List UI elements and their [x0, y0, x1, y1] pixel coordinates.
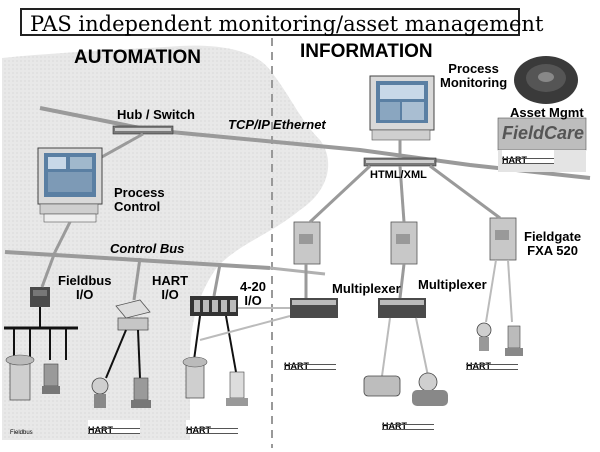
hart-logo: HART — [284, 356, 336, 371]
fieldgate-icon — [390, 221, 418, 265]
multiplexer-label: Multiplexer — [332, 281, 401, 296]
multiplexer-label: Multiplexer — [418, 277, 487, 292]
monitoring-workstation-icon — [369, 75, 435, 141]
hart-logo: HART — [466, 356, 518, 371]
multiplexer-icon — [290, 298, 338, 318]
fieldbus-io-label: Fieldbus I/O — [58, 273, 112, 302]
hart-logo: HART — [186, 420, 238, 435]
control-bus-ext — [269, 266, 326, 276]
multiplexer-icon — [378, 298, 426, 318]
hub-switch-label: Hub / Switch — [117, 107, 195, 122]
automation-region — [2, 45, 329, 441]
plc-io-icon — [190, 296, 238, 316]
asset-mgmt-disc-icon — [514, 56, 578, 104]
fieldbus-logo: Fieldbus — [10, 430, 33, 436]
asset-mgmt-label: Asset Mgmt — [510, 105, 584, 120]
html-switch-icon — [363, 157, 437, 167]
tcp-ethernet-label: TCP/IP Ethernet — [228, 117, 326, 132]
process-monitoring-label: Process Monitoring — [440, 61, 508, 90]
analog-io-label: 4-20 I/O — [240, 279, 267, 308]
transmitter-icon — [42, 363, 60, 394]
fieldbus-io-icon — [30, 287, 50, 307]
control-bus-line — [4, 250, 271, 270]
transmitter-icon — [131, 377, 151, 408]
hart-io-label: HART I/O — [152, 273, 189, 302]
automation-heading: AUTOMATION — [74, 47, 202, 68]
hub-switch-icon — [112, 125, 174, 135]
flowmeter-icon — [363, 375, 401, 397]
fieldcare-logo: FieldCare — [502, 123, 585, 143]
monitor-workstation-icon — [37, 147, 103, 223]
fieldgate-icon — [293, 221, 321, 265]
control-bus-label: Control Bus — [110, 241, 185, 256]
flowmeter-icon — [412, 372, 448, 406]
transmitter-icon — [476, 322, 492, 351]
fieldgate-icon — [489, 217, 517, 261]
hart-logo: HART — [502, 150, 554, 165]
fieldgate-label: Fieldgate FXA 520 — [524, 229, 582, 258]
valve-icon — [182, 356, 208, 399]
hart-logo: HART — [88, 420, 140, 435]
information-heading: INFORMATION — [300, 41, 433, 62]
transmitter-icon — [505, 325, 523, 356]
valve-icon — [5, 354, 35, 401]
hart-logo: HART — [382, 416, 434, 431]
transmitter-icon — [91, 377, 109, 408]
process-control-label: Process Control — [114, 185, 165, 214]
hart-io-icon — [115, 299, 151, 331]
transmitter-icon — [226, 371, 248, 406]
html-xml-label: HTML/XML — [370, 169, 427, 181]
diagram-title: PAS independent monitoring/asset managem… — [20, 8, 543, 36]
